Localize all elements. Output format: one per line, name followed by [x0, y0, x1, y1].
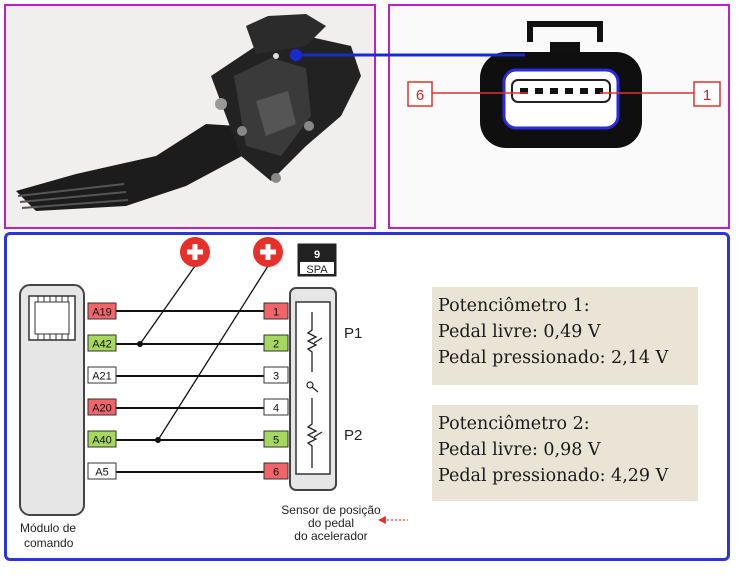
probe-positive-2 [253, 237, 283, 267]
potentiometer-2-title: Potenciômetro 2: [438, 414, 590, 434]
sensor-caption-line2: do pedal [308, 516, 354, 530]
pedal-photo-panel [4, 4, 376, 229]
sensor-pin-label-1: 1 [273, 307, 279, 319]
module-pin-label-1: A19 [92, 307, 112, 319]
module-label-line1: Módulo de [20, 521, 76, 535]
potentiometer-2-pressed: Pedal pressionado: 4,29 V [438, 466, 669, 486]
probe-positive-1 [180, 237, 210, 267]
sensor-pin-box-5 [263, 430, 289, 448]
sensor-caption-line1: Sensor de posição [281, 503, 381, 517]
module-pin-box-1 [87, 302, 117, 320]
sensor-pin-box-3 [263, 366, 289, 384]
connector-pin-1-label: 1 [703, 87, 711, 104]
sensor-pin-box-6 [263, 462, 289, 480]
module-pin-box-4 [87, 398, 117, 416]
module-pin-box-5 [87, 430, 117, 448]
potentiometer-1-title: Potenciômetro 1: [438, 296, 590, 316]
potentiometer-2-info: Potenciômetro 2: Pedal livre: 0,98 V Ped… [432, 405, 698, 501]
module-pin-box-3 [87, 366, 117, 384]
module-pin-label-5: A40 [92, 435, 112, 447]
wiring-diagram-panel [4, 232, 730, 561]
potentiometer-1-pressed: Pedal pressionado: 2,14 V [438, 348, 669, 368]
sensor-pin-box-2 [263, 334, 289, 352]
module-pin-label-6: A5 [95, 467, 108, 479]
sensor-pin-label-2: 2 [273, 339, 279, 351]
control-module [19, 284, 85, 516]
sensor-caption-line3: do acelerador [294, 529, 367, 543]
p1-label: P1 [344, 325, 362, 342]
module-label-line2: comando [24, 536, 74, 550]
sensor-pin-label-4: 4 [273, 403, 279, 415]
connector-panel: 6 1 [388, 4, 730, 229]
module-pin-box-2 [87, 334, 117, 352]
sensor-pin-label-6: 6 [273, 467, 279, 479]
sensor-pin-label-5: 5 [273, 435, 279, 447]
spa-badge-number: 9 [314, 249, 320, 261]
module-pin-label-4: A20 [92, 403, 112, 415]
connector-drawing: 6 1 [407, 21, 721, 148]
spa-badge-text: SPA [306, 264, 328, 276]
potentiometer-1-free: Pedal livre: 0,49 V [438, 322, 601, 342]
potentiometer-1-info: Potenciômetro 1: Pedal livre: 0,49 V Ped… [432, 287, 698, 385]
accelerator-pedal-image [16, 14, 361, 211]
sensor-pin-label-3: 3 [273, 371, 279, 383]
module-pin-label-3: A21 [92, 371, 112, 383]
module-pin-box-6 [87, 462, 117, 480]
sensor-pin-box-4 [263, 398, 289, 416]
sensor-pin-box-1 [263, 302, 289, 320]
caption-arrow-icon [378, 516, 386, 524]
potentiometer-2-free: Pedal livre: 0,98 V [438, 440, 601, 460]
module-pin-label-2: A42 [92, 339, 112, 351]
p2-label: P2 [344, 427, 362, 444]
connector-pin-6-label: 6 [416, 87, 424, 104]
